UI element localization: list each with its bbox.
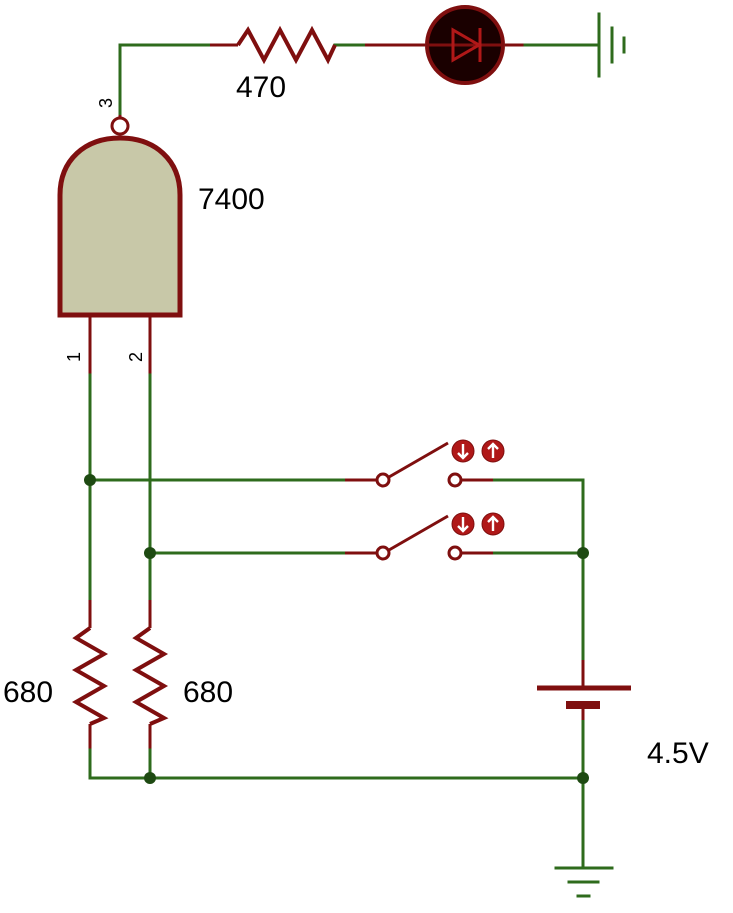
junction-dot	[144, 547, 156, 559]
arrow-down-icon	[457, 517, 469, 533]
switch-1-contact-left	[375, 472, 391, 488]
resistor-680-left-label: 680	[3, 676, 53, 709]
resistor-470[interactable]	[236, 25, 337, 65]
gate-body	[57, 135, 183, 318]
switch-1-contact-right	[447, 472, 463, 488]
nand-gate-7400[interactable]	[57, 115, 183, 375]
input-wires	[88, 373, 585, 662]
gate-label: 7400	[198, 183, 265, 216]
gate-pin-2-label: 2	[126, 352, 146, 362]
switch-2-up-button[interactable]	[481, 512, 505, 536]
led-triangle	[451, 27, 483, 63]
battery-4-5v[interactable]	[537, 660, 631, 720]
junctions	[84, 474, 589, 784]
switch-1-down-button[interactable]	[451, 439, 475, 463]
junction-dot	[577, 547, 589, 559]
switch-2[interactable]	[345, 512, 505, 561]
output-path	[118, 43, 599, 117]
led[interactable]	[425, 5, 505, 85]
resistor-470-label: 470	[236, 71, 286, 104]
junction-dot	[84, 474, 96, 486]
junction-dot	[144, 772, 156, 784]
switch-1[interactable]	[345, 439, 505, 488]
arrow-up-icon	[487, 515, 499, 531]
resistor-680-right-label: 680	[183, 676, 233, 709]
switch-2-down-button[interactable]	[451, 512, 475, 536]
ground-symbol-bottom	[554, 866, 614, 898]
switch-2-contact-left	[375, 545, 391, 561]
switch-2-contact-right	[447, 545, 463, 561]
junction-dot	[577, 772, 589, 784]
gate-pin-1-label: 1	[64, 352, 84, 362]
arrow-up-icon	[487, 442, 499, 458]
switch-1-up-button[interactable]	[481, 439, 505, 463]
resistor-680-left[interactable]	[71, 600, 109, 750]
gate-inversion-bubble	[110, 116, 130, 136]
gate-pin-3-label: 3	[96, 98, 116, 108]
battery-label: 4.5V	[647, 737, 709, 770]
ground-symbol-top	[597, 12, 626, 78]
arrow-down-icon	[457, 444, 469, 460]
resistor-680-right[interactable]	[131, 600, 169, 750]
bottom-rail	[88, 718, 585, 868]
